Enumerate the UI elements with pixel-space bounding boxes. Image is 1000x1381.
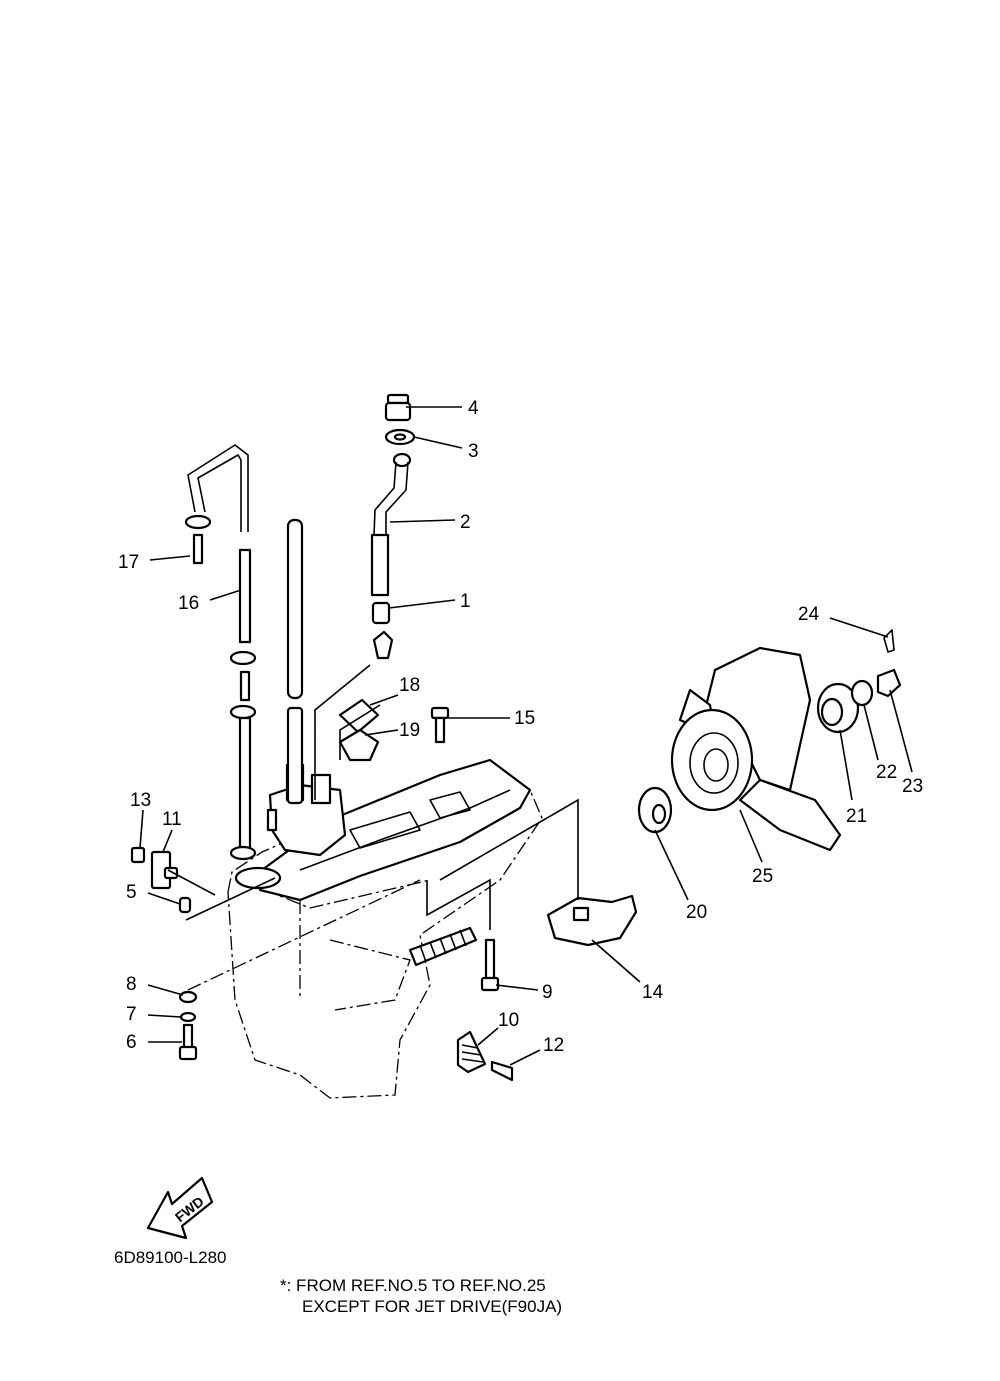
callout-6: 6 — [126, 1032, 137, 1053]
callout-21: 21 — [846, 806, 867, 827]
hose-joint — [192, 533, 278, 832]
bolt-13 — [130, 846, 146, 864]
propeller-shaft — [408, 926, 478, 967]
reference-link-lines — [167, 664, 579, 991]
callout-22: 22 — [876, 762, 897, 783]
callout-3: 3 — [468, 441, 479, 462]
washer-8 — [178, 990, 198, 1004]
washer-22 — [850, 679, 874, 707]
callout-24: 24 — [798, 604, 820, 625]
dowel-pin — [178, 896, 192, 914]
pipe-grommet-lower — [371, 601, 394, 660]
note-line-1: *: FROM REF.NO.5 TO REF.NO.25 — [280, 1276, 546, 1295]
callout-7: 7 — [126, 1004, 137, 1025]
leader-lines — [139, 406, 913, 1066]
callout-12: 12 — [543, 1035, 564, 1056]
callout-11: 11 — [162, 809, 182, 830]
callout-19: 19 — [399, 720, 420, 741]
callout-14: 14 — [642, 982, 664, 1003]
propeller-nut — [876, 668, 902, 698]
cotter-pin — [883, 629, 895, 653]
callout-18: 18 — [399, 675, 420, 696]
propeller — [670, 646, 842, 852]
pipe-grommet-upper — [384, 393, 412, 422]
callout-4: 4 — [468, 398, 479, 419]
bolt-6 — [178, 1023, 198, 1061]
water-pipe — [370, 452, 412, 597]
callout-9: 9 — [542, 982, 553, 1003]
drive-shaft — [286, 518, 304, 805]
callout-8: 8 — [126, 974, 137, 995]
callout-numbers: 1 2 3 4 5 6 7 8 9 10 11 12 13 14 15 16 1… — [118, 398, 923, 1056]
washer-7 — [179, 1011, 197, 1023]
note-line-2: EXCEPT FOR JET DRIVE(F90JA) — [302, 1297, 563, 1316]
trim-tab — [546, 894, 638, 947]
callout-15: 15 — [514, 708, 535, 729]
screw-12 — [490, 1060, 514, 1082]
callout-16: 16 — [178, 593, 199, 614]
callout-20: 20 — [686, 902, 707, 923]
callout-2: 2 — [460, 512, 471, 533]
callout-1: 1 — [460, 591, 471, 612]
callout-10: 10 — [498, 1010, 519, 1031]
water-pump-housing — [268, 763, 347, 857]
casing-top-plate — [234, 758, 532, 902]
pipe-washer — [384, 428, 416, 446]
thrust-washer — [637, 786, 673, 834]
callout-25: 25 — [752, 866, 773, 887]
drawing-code: 6D89100-L280 — [114, 1248, 227, 1267]
callout-23: 23 — [902, 776, 923, 797]
callout-13: 13 — [130, 790, 151, 811]
anode — [150, 850, 179, 890]
fwd-arrow-icon: FWD — [146, 1176, 214, 1240]
hose-clamp — [184, 514, 257, 861]
callout-5: 5 — [126, 882, 137, 903]
bolt-15 — [430, 706, 450, 744]
bolt-9 — [480, 938, 500, 992]
trim-plate — [338, 698, 380, 762]
cooling-water-hose — [187, 444, 252, 850]
callout-17: 17 — [118, 552, 139, 573]
water-inlet-cover — [456, 1030, 487, 1074]
spacer-21 — [816, 682, 860, 734]
